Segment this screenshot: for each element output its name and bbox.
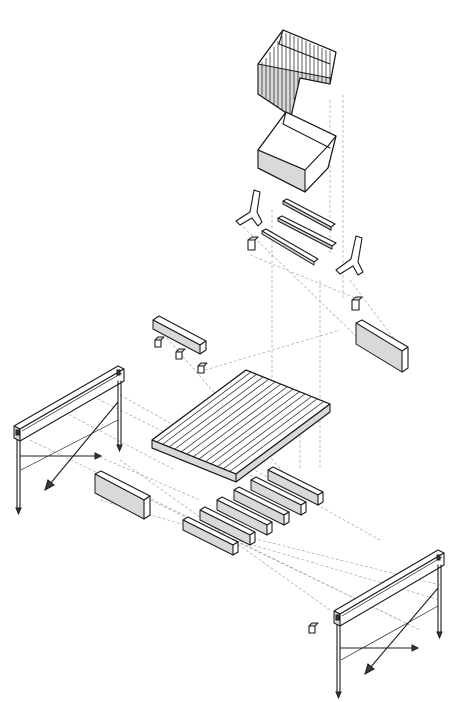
y-bracket-right: [335, 235, 364, 276]
joist: [233, 486, 290, 526]
y-bracket-left: [235, 189, 263, 227]
foot-block: [175, 348, 186, 360]
stakes-left: [15, 380, 123, 516]
foot-block: [351, 296, 363, 311]
crossbars: [261, 198, 337, 266]
joist: [216, 496, 273, 536]
foot-block: [247, 236, 259, 251]
foot-blocks: [154, 236, 363, 634]
short-beam-left: [94, 470, 151, 520]
y-brackets: [235, 189, 364, 276]
slatted-deck: [151, 369, 331, 483]
joist: [199, 506, 256, 546]
short-beam-right: [355, 319, 409, 373]
tension-lines-right: [340, 587, 439, 676]
folded-panel: [257, 111, 337, 193]
joist: [182, 516, 239, 556]
tension-lines-left: [20, 401, 119, 492]
side-rail-left: [13, 365, 125, 442]
stake-frame-left: [13, 365, 125, 516]
joist: [267, 466, 324, 506]
folded-slat-canopy: [257, 29, 337, 117]
joist-set: [182, 466, 324, 556]
side-rail-right: [333, 549, 445, 627]
short-beam-upper: [152, 315, 207, 355]
foot-block: [154, 336, 165, 348]
short-beams: [94, 315, 409, 520]
stakes-right: [335, 564, 443, 700]
foot-block: [197, 362, 208, 374]
foot-block: [308, 622, 319, 634]
stake-frame-right: [333, 549, 445, 700]
joist: [250, 476, 307, 516]
